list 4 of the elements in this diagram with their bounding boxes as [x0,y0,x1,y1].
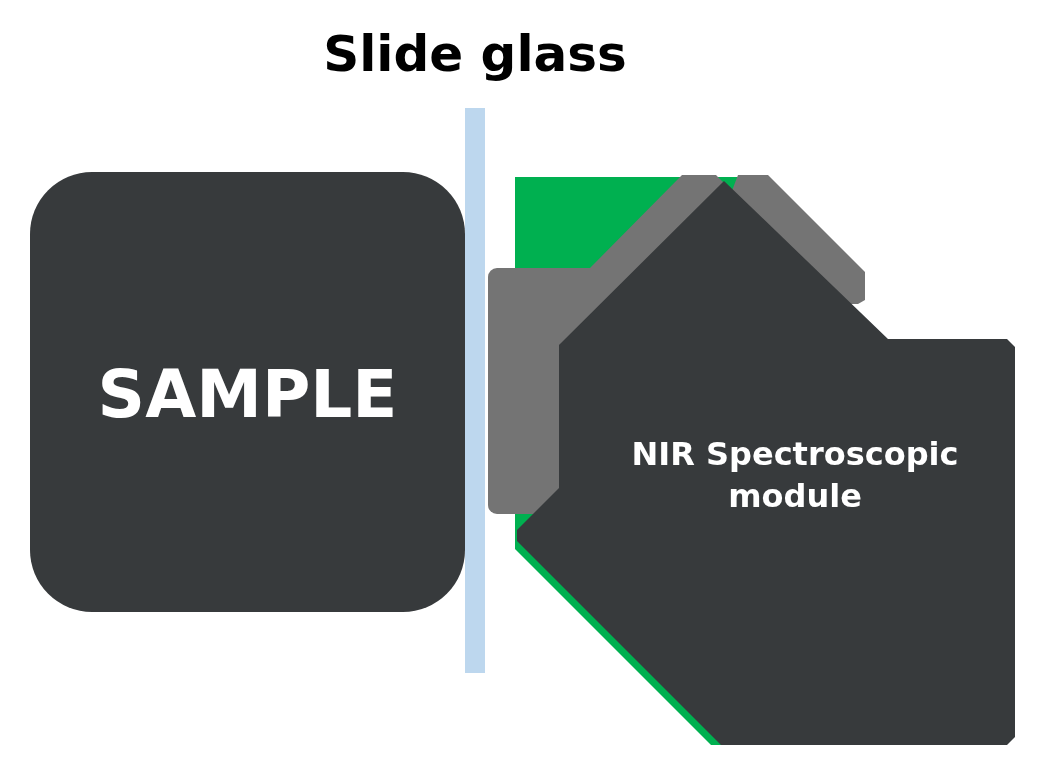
sample-label: SAMPLE [96,355,399,435]
slide-glass-label: Slide glass [322,24,628,85]
module-label: NIR Spectroscopic module [630,434,960,517]
sample-block [30,172,465,612]
